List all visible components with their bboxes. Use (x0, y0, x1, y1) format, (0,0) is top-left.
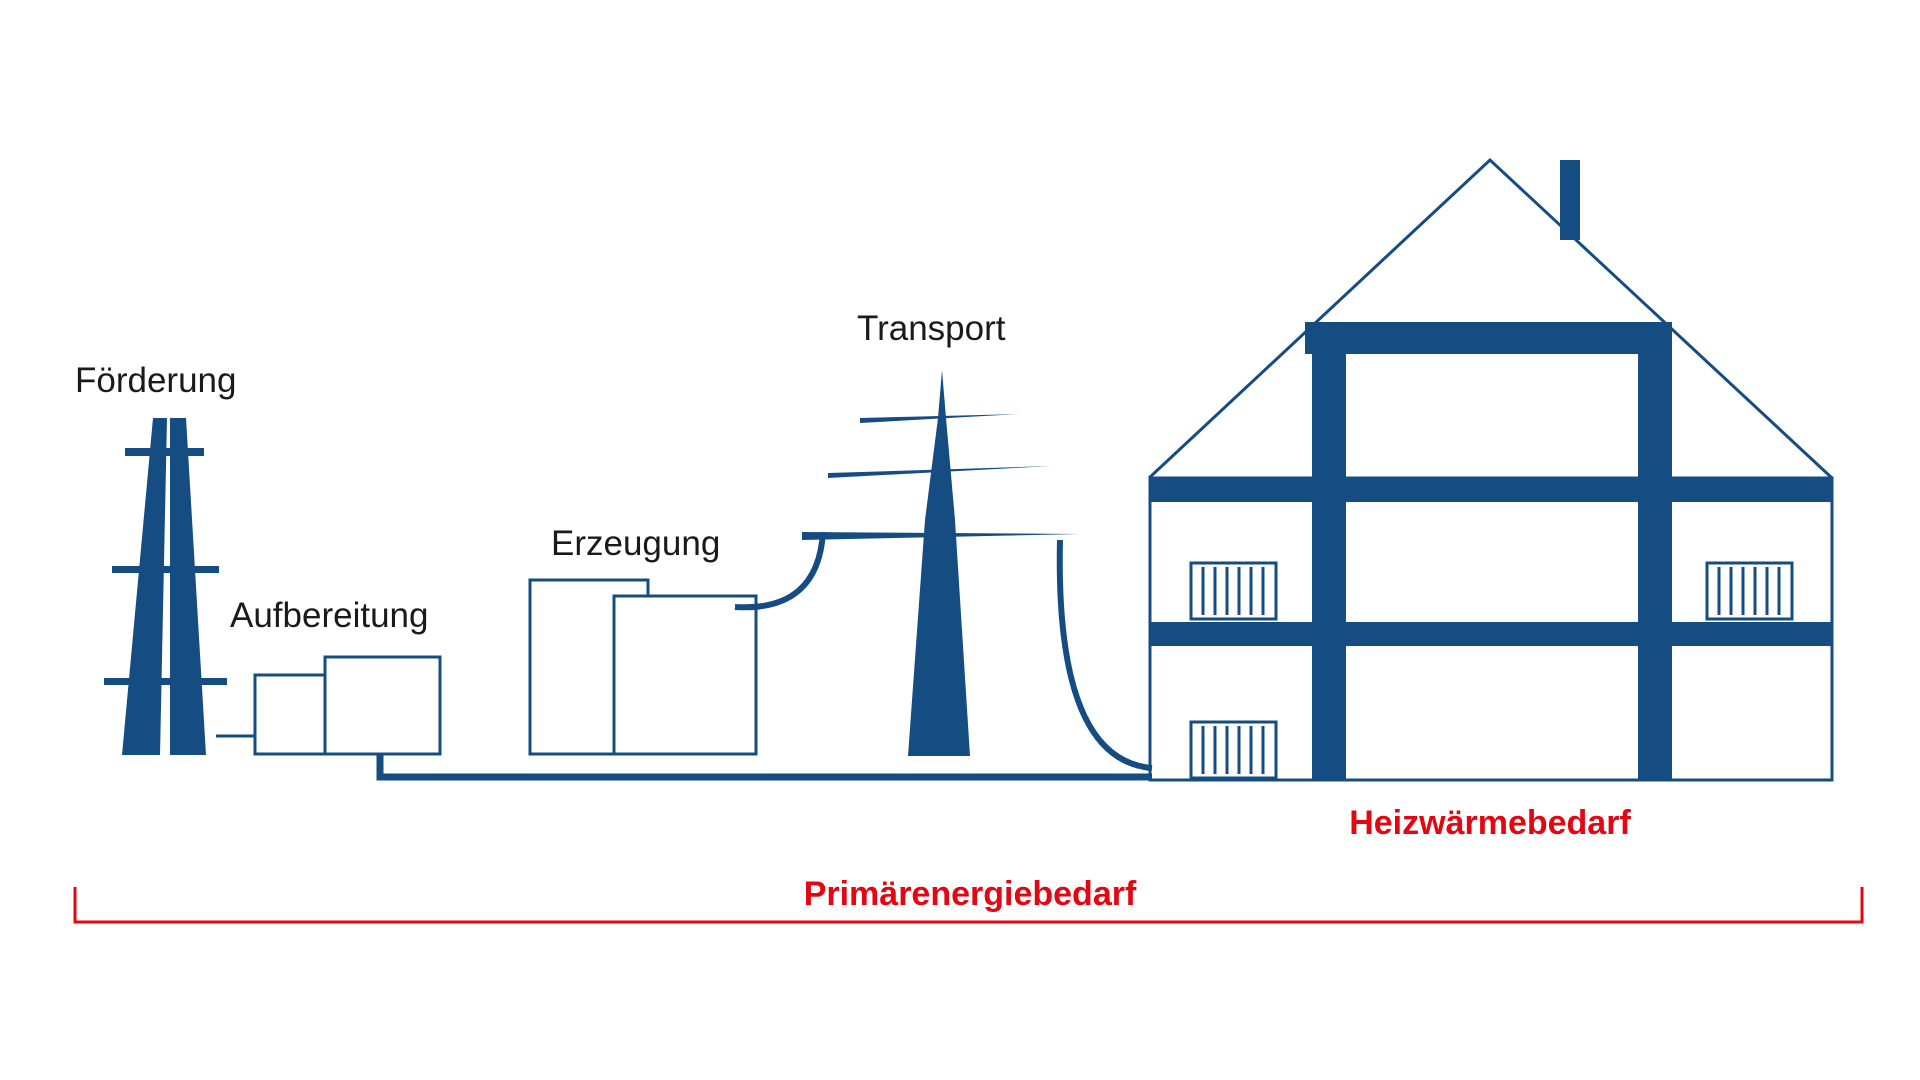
power-plant-icon (528, 578, 758, 756)
ground-pipe (376, 754, 1152, 781)
label-aufbereitung: Aufbereitung (230, 596, 428, 635)
house-post-right (1638, 322, 1672, 780)
radiator-icon (1705, 561, 1794, 621)
radiator-icon (1189, 720, 1278, 780)
label-primary-demand: Primärenergiebedarf (804, 875, 1137, 913)
label-transport: Transport (857, 309, 1006, 348)
attic-beam (1305, 322, 1657, 354)
pylon-to-house-cable (1056, 539, 1153, 771)
floor-beam-upper (1150, 478, 1832, 502)
plant-to-pylon-cable (734, 531, 826, 611)
label-erzeugung: Erzeugung (551, 524, 720, 563)
label-heating-demand: Heizwärmebedarf (1349, 804, 1631, 842)
roof-outline (1147, 157, 1834, 480)
chimney (1560, 160, 1580, 240)
processing-plant-icon (253, 655, 442, 756)
floor-beam-middle (1150, 622, 1832, 646)
power-pylon-icon (802, 370, 1080, 756)
house-post-left (1312, 322, 1346, 780)
primary-demand-bracket (73, 887, 1864, 924)
house-icon (1147, 157, 1834, 782)
label-foerderung: Förderung (75, 361, 236, 400)
drilling-rig-icon (104, 418, 227, 755)
radiator-icon (1189, 561, 1278, 621)
